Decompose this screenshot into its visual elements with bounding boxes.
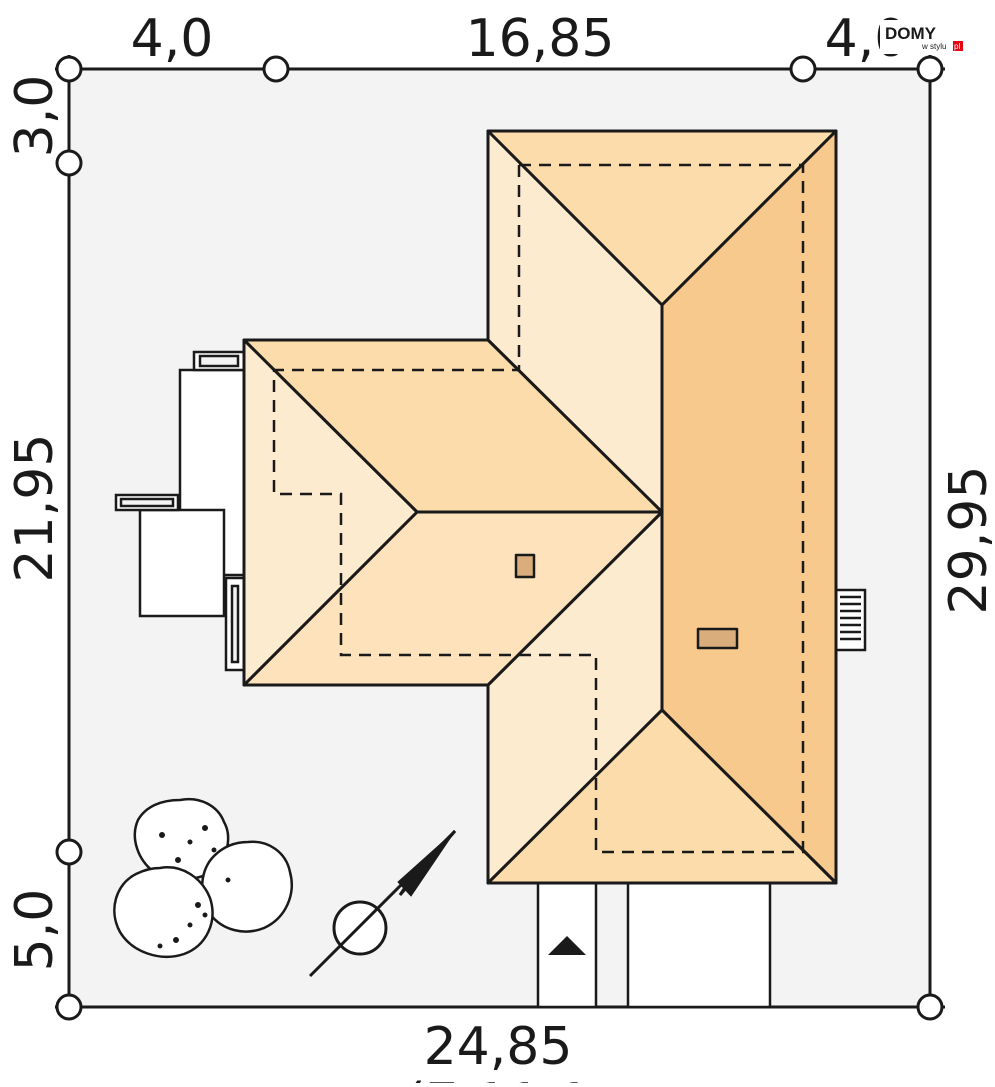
entrance-arrow-icon (548, 936, 586, 955)
dim-left-upper: 3,0 (5, 75, 65, 158)
roof (242, 129, 838, 885)
dim-right-total: 29,95 (939, 466, 995, 615)
logo: DOMY w stylu pl (880, 20, 966, 54)
dim-top-left: 4,0 (131, 9, 214, 69)
logo-sub: w stylu (921, 42, 946, 51)
dim-left-middle: 21,95 (5, 434, 65, 583)
dimension-points (55, 55, 944, 1021)
tree-texture (157, 825, 231, 949)
side-steps (834, 588, 867, 652)
chimney (696, 627, 739, 650)
logo-brand: DOMY (885, 24, 937, 43)
dim-bottom-cutoff: (7,11,1 (405, 1073, 591, 1083)
north-arrow-icon (308, 829, 457, 978)
dim-bottom-total: 24,85 (424, 1017, 573, 1077)
logo-tld: pl (954, 42, 960, 51)
tree-group (113, 797, 293, 959)
dim-left-lower: 5,0 (5, 889, 65, 972)
terrace (114, 350, 246, 672)
driveway (536, 881, 772, 1009)
dim-top-middle: 16,85 (466, 9, 615, 69)
wall-outline (272, 163, 805, 854)
chimney (514, 553, 536, 579)
